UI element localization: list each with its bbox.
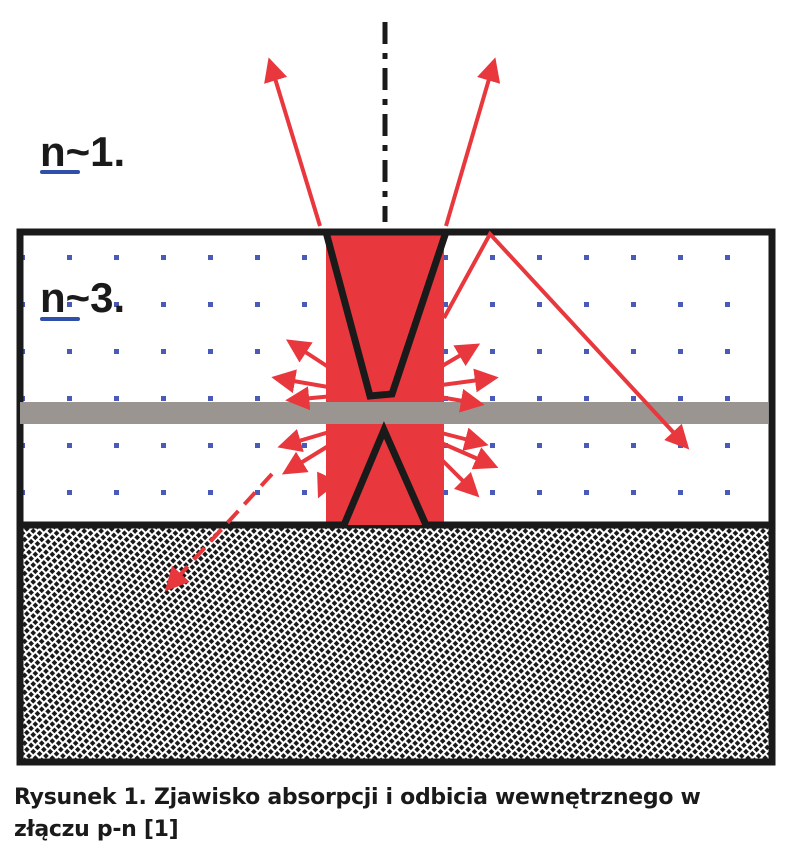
absorbed-ray [164, 472, 274, 592]
substrate-region [22, 528, 772, 762]
escaping-rays [264, 57, 501, 227]
lower-cone-outline [340, 421, 430, 527]
scattered-rays [271, 339, 499, 503]
outer-index-label: n~1. [40, 128, 125, 175]
pn-junction-band [20, 402, 768, 424]
upper-cone-outline [322, 230, 450, 400]
device-frame [16, 228, 776, 766]
inner-index-underline [40, 317, 80, 321]
reflected-ray [442, 230, 690, 450]
inner-index-label: n~3. [40, 274, 125, 321]
pn-junction-diagram: n~1. n~3. [16, 22, 776, 766]
figure-caption: Rysunek 1. Zjawisko absorpcji i odbicia … [14, 785, 701, 842]
outer-index-underline [40, 170, 80, 174]
